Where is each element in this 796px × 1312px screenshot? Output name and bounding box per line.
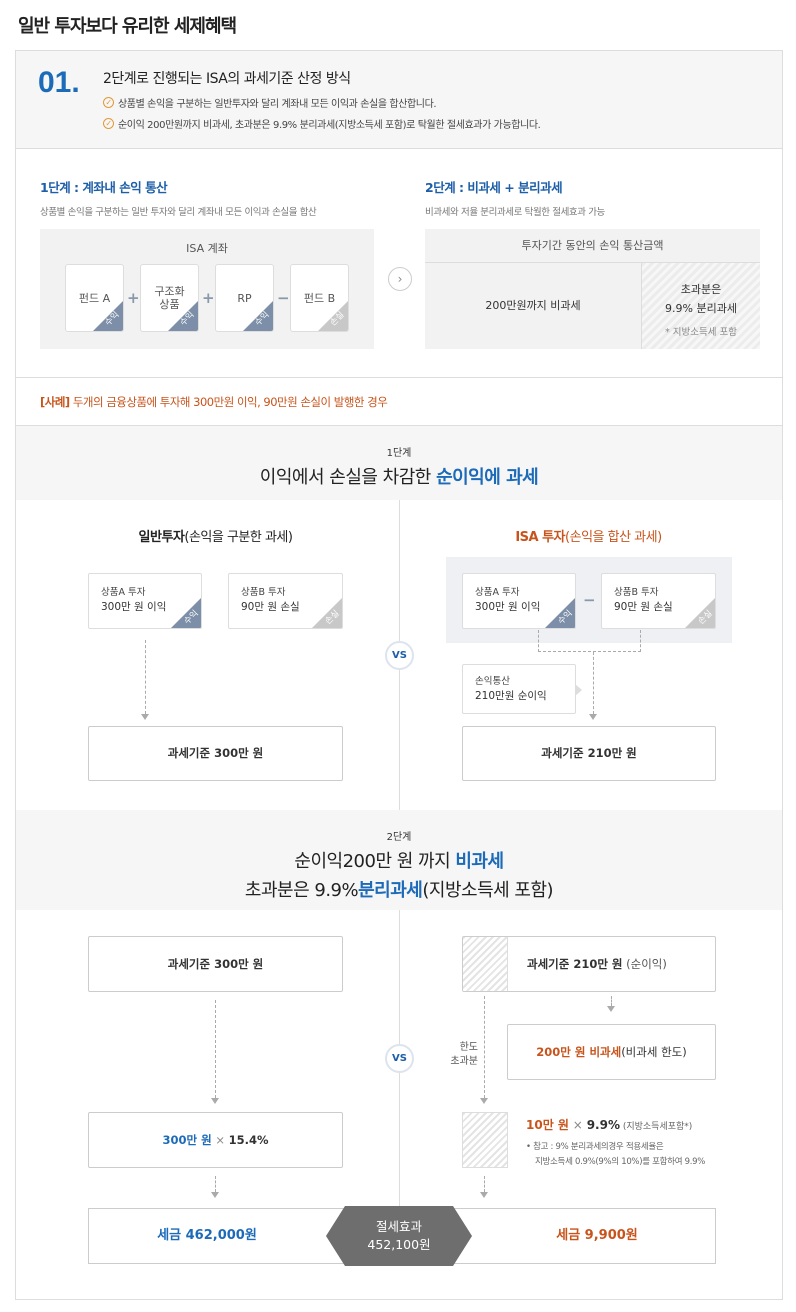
tax-calc-isa: 10만 원 × 9.9% (지방소득세포함*) [526,1118,693,1132]
content-frame [15,50,783,1300]
profit-tag [171,598,201,628]
hatch-block [463,937,508,991]
loss-tag [318,301,348,331]
section1-heading: 2단계로 진행되는 ISA의 과세기준 산정 방식 [103,71,351,87]
arrow-down-icon [211,1098,219,1104]
hatch-block [462,1112,508,1168]
flow-line [611,996,612,1006]
check-icon: ✓ [103,97,114,108]
limit-excess-label: 한도 초과분 [450,1042,478,1067]
vs-badge: VS [385,1044,414,1073]
tax-isa: 세금 9,900원 [556,1228,638,1243]
arrow-down-icon [480,1192,488,1198]
step2-desc: 비과세와 저율 분리과세로 탁월한 절세효과 가능 [425,207,605,218]
profit-tag [93,301,123,331]
arrow-down-icon [607,1006,615,1012]
tax-base-general: 과세기준 300만 원 [88,936,343,992]
section-number: 01. [38,66,80,99]
step2-box-head: 투자기간 동안의 손익 통산금액 [425,229,760,263]
tax-base-isa: 과세기준 210만 원 (순이익) [462,936,716,992]
tax-exempt-box: 200만 원 비과세(비과세 한도) [507,1024,716,1080]
tax-base-isa: 과세기준 210만 원 [462,726,716,781]
flow-line [484,996,485,1098]
arrow-down-icon [211,1192,219,1198]
minus-operator: − [583,591,596,609]
flow-line [215,1176,216,1192]
plus-operator: + [127,289,140,307]
tax-base-general: 과세기준 300만 원 [88,726,343,781]
case-description: [사례] 두개의 금융상품에 투자해 300만원 이익, 90만원 손실이 발행… [40,395,388,409]
loss-tag [685,598,715,628]
minus-operator: − [277,289,290,307]
divider [16,377,782,378]
arrow-down-icon [589,714,597,720]
flow-line [593,652,594,714]
arrow-down-icon [480,1098,488,1104]
callout-pointer [575,684,582,696]
loss-tag [312,598,342,628]
check-icon: ✓ [103,118,114,129]
step1-title: 1단계 : 계좌내 손익 통산 [40,180,168,195]
profit-tag [168,301,198,331]
divider [16,425,782,426]
profit-tag [545,598,575,628]
bullet-item: ✓상품별 손익을 구분하는 일반투자와 달리 계좌내 모든 이익과 손실을 합산… [103,95,437,110]
stage1-banner: 1단계 이익에서 손실을 차감한 순이익에 과세 [16,426,782,500]
merge-bracket [538,630,641,652]
isa-account-label: ISA 계좌 [186,242,228,255]
section1-header [16,51,782,149]
bullet-item: ✓순이익 200만원까지 비과세, 초과분은 9.9% 분리과세(지방소득세 포… [103,116,541,131]
separate-tax-cell: 초과분은 9.9% 분리과세 * 지방소득세 포함 [641,263,760,349]
plus-operator: + [202,289,215,307]
tax-general: 세금 462,000원 [157,1228,257,1243]
tax-calc-general: 300만 원 × 15.4% [88,1112,343,1168]
stage2-banner: 2단계 순이익200만 원 까지 비과세 초과분은 9.9%분리과세(지방소득세… [16,810,782,910]
flow-line [145,640,146,714]
arrow-down-icon [141,714,149,720]
profit-tag [243,301,273,331]
general-title: 일반투자(손익을 구분한 과세) [138,530,293,545]
flow-line [484,1176,485,1192]
tax-exempt-cell: 200만원까지 비과세 [425,263,641,349]
isa-title: ISA 투자(손익을 합산 과세) [515,530,662,545]
chevron-right-icon: › [388,267,412,291]
vs-badge: VS [385,641,414,670]
step2-title: 2단계 : 비과세 + 분리과세 [425,180,563,195]
page-title: 일반 투자보다 유리한 세제혜택 [18,16,237,37]
flow-line [215,1000,216,1098]
step1-desc: 상품별 손익을 구분하는 일반 투자와 달리 계좌내 모든 이익과 손실을 합산 [40,207,317,218]
